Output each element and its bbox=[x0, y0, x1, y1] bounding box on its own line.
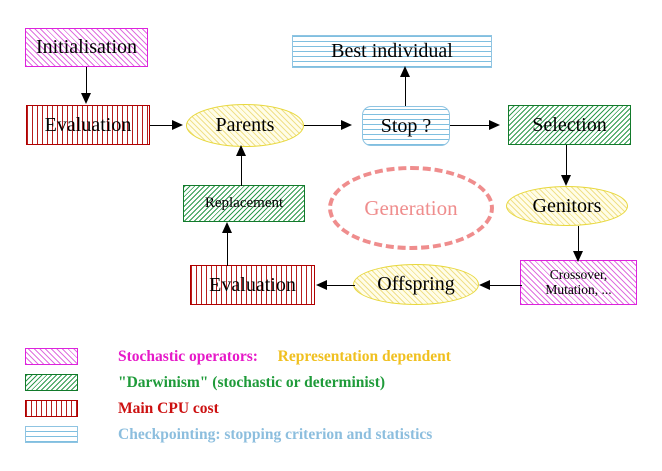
node-stop[interactable]: Stop ? bbox=[362, 106, 450, 146]
edge-init-to-eval bbox=[86, 67, 88, 97]
legend: Stochastic operators: Representation dep… bbox=[0, 338, 662, 458]
arrowhead-eval-to-parents bbox=[172, 120, 183, 130]
legend-swatch-green-diagonal-hatch bbox=[25, 374, 78, 391]
legend-text-checkpointing: Checkpointing: stopping criterion and st… bbox=[118, 426, 433, 443]
legend-text-stochastic-primary: Stochastic operators: bbox=[118, 348, 258, 365]
arrowhead-parents-to-stop bbox=[341, 120, 352, 130]
node-crossover-mutation[interactable]: Crossover, Mutation, ... bbox=[520, 260, 637, 305]
node-replacement[interactable]: Replacement bbox=[183, 185, 305, 222]
node-initialisation[interactable]: Initialisation bbox=[25, 28, 148, 67]
node-best-individual[interactable]: Best individual bbox=[292, 35, 492, 68]
legend-row-cpu-cost: Main CPU cost bbox=[0, 396, 662, 422]
arrowhead-stop-to-best bbox=[400, 66, 410, 77]
arrowhead-eval-to-replacement bbox=[222, 222, 232, 233]
legend-row-checkpointing: Checkpointing: stopping criterion and st… bbox=[0, 422, 662, 448]
node-selection[interactable]: Selection bbox=[508, 105, 631, 145]
legend-swatch-red-vertical-hatch bbox=[25, 400, 78, 417]
legend-text-darwinism: "Darwinism" (stochastic or determinist) bbox=[118, 374, 386, 391]
node-offspring[interactable]: Offspring bbox=[353, 264, 479, 305]
edge-crossover-to-offspring bbox=[487, 285, 522, 287]
edge-genitors-to-crossover bbox=[578, 226, 580, 256]
legend-swatch-magenta-diagonal-hatch bbox=[25, 348, 78, 365]
edge-selection-to-genitors bbox=[566, 145, 568, 179]
crossover-label-line2: Mutation, ... bbox=[545, 281, 612, 297]
node-parents[interactable]: Parents bbox=[186, 104, 304, 147]
arrowhead-crossover-to-offspring bbox=[479, 280, 490, 290]
legend-text-cpu-cost: Main CPU cost bbox=[118, 400, 219, 417]
edge-eval-to-parents bbox=[150, 125, 175, 127]
edge-stop-to-selection bbox=[450, 125, 492, 127]
arrowhead-genitors-to-crossover bbox=[573, 251, 583, 262]
legend-swatch-blue-horizontal-hatch bbox=[25, 426, 78, 443]
arrowhead-selection-to-genitors bbox=[561, 175, 571, 186]
edge-replacement-to-parents bbox=[241, 152, 243, 186]
node-evaluation-bottom[interactable]: Evaluation bbox=[190, 265, 315, 305]
node-genitors[interactable]: Genitors bbox=[506, 186, 628, 226]
arrowhead-stop-to-selection bbox=[489, 120, 500, 130]
crossover-label-line1: Crossover, bbox=[549, 267, 608, 283]
legend-row-darwinism: "Darwinism" (stochastic or determinist) bbox=[0, 370, 662, 396]
arrowhead-init-to-eval bbox=[81, 93, 91, 104]
edge-stop-to-best bbox=[405, 72, 407, 106]
node-evaluation-top[interactable]: Evaluation bbox=[26, 105, 150, 145]
legend-text-stochastic-secondary: Representation dependent bbox=[277, 348, 451, 365]
arrowhead-offspring-to-eval bbox=[316, 280, 327, 290]
legend-row-stochastic: Stochastic operators: Representation dep… bbox=[0, 344, 662, 370]
edge-eval-to-replacement bbox=[227, 230, 229, 266]
edge-parents-to-stop bbox=[304, 125, 344, 127]
legend-text-stochastic: Stochastic operators: Representation dep… bbox=[118, 348, 451, 366]
arrowhead-replacement-to-parents bbox=[236, 145, 246, 156]
edge-offspring-to-eval bbox=[325, 285, 355, 287]
node-generation-cycle-label: Generation bbox=[328, 166, 494, 250]
